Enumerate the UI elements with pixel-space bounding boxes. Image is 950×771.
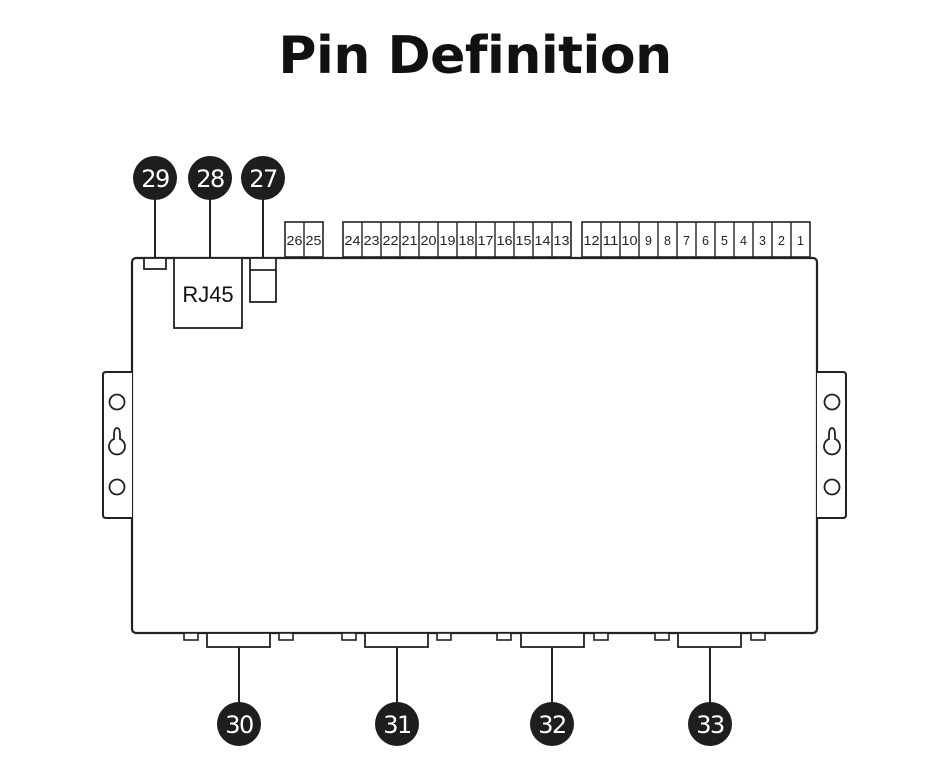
keyhole-icon xyxy=(108,427,126,456)
callout-32: 32 xyxy=(530,702,574,746)
indicator-port-29 xyxy=(143,257,167,270)
terminal-pin-16: 16 xyxy=(497,234,513,248)
svg-text:28: 28 xyxy=(196,165,224,193)
svg-text:32: 32 xyxy=(538,711,566,739)
terminal-pin-23: 23 xyxy=(364,234,380,248)
terminal-pin-6: 6 xyxy=(702,234,709,248)
terminal-pin-15: 15 xyxy=(516,234,532,248)
terminal-pin-7: 7 xyxy=(683,234,690,248)
terminal-pin-3: 3 xyxy=(759,234,766,248)
svg-text:33: 33 xyxy=(696,711,724,739)
terminal-pin-10: 10 xyxy=(622,234,638,248)
mount-hole-icon xyxy=(108,478,126,496)
terminal-pin-25: 25 xyxy=(306,234,322,248)
svg-text:29: 29 xyxy=(141,165,169,193)
callout-31: 31 xyxy=(375,702,419,746)
terminal-pin-11: 11 xyxy=(603,234,619,248)
rj45-label: RJ45 xyxy=(182,282,233,307)
terminal-pin-18: 18 xyxy=(459,234,475,248)
terminal-pin-12: 12 xyxy=(584,234,600,248)
terminal-pin-24: 24 xyxy=(345,234,361,248)
serial-port-30 xyxy=(183,632,294,648)
power-port-27 xyxy=(249,257,277,303)
terminal-pin-1: 1 xyxy=(797,234,804,248)
serial-port-33 xyxy=(654,632,766,648)
terminal-pin-2: 2 xyxy=(778,234,785,248)
right-mounting-ear xyxy=(817,371,847,519)
terminal-pin-9: 9 xyxy=(645,234,652,248)
svg-text:31: 31 xyxy=(383,711,411,739)
terminal-pin-8: 8 xyxy=(664,234,671,248)
terminal-pin-13: 13 xyxy=(554,234,570,248)
callout-29: 29 xyxy=(133,156,177,200)
terminal-pin-22: 22 xyxy=(383,234,399,248)
terminal-pin-4: 4 xyxy=(740,234,747,248)
left-mounting-ear xyxy=(102,371,132,519)
mount-hole-icon xyxy=(108,393,126,411)
serial-port-31 xyxy=(341,632,452,648)
callout-27: 27 xyxy=(241,156,285,200)
svg-text:30: 30 xyxy=(225,711,253,739)
terminal-pin-5: 5 xyxy=(721,234,728,248)
serial-port-32 xyxy=(496,632,609,648)
terminal-pin-19: 19 xyxy=(440,234,456,248)
rj45-port xyxy=(173,257,243,329)
terminal-pin-26: 26 xyxy=(287,234,303,248)
callout-30: 30 xyxy=(217,702,261,746)
svg-text:27: 27 xyxy=(249,165,277,193)
terminal-pin-14: 14 xyxy=(535,234,551,248)
callout-33: 33 xyxy=(688,702,732,746)
terminal-pin-17: 17 xyxy=(478,234,494,248)
mount-hole-icon xyxy=(823,478,841,496)
terminal-pin-21: 21 xyxy=(402,234,418,248)
callout-28: 28 xyxy=(188,156,232,200)
mount-hole-icon xyxy=(823,393,841,411)
page-title: Pin Definition xyxy=(278,26,672,86)
keyhole-icon xyxy=(823,427,841,456)
terminal-pin-20: 20 xyxy=(421,234,437,248)
